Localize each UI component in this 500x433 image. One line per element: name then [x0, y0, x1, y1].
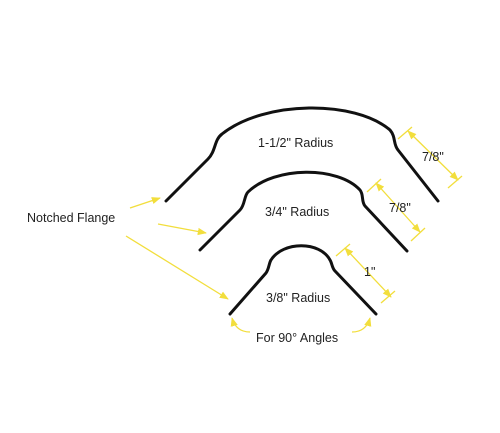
- callout-arrow-to-large: [129, 197, 161, 209]
- dimension-small: [335, 243, 396, 304]
- dimension-large-label: 7/8": [422, 150, 444, 164]
- profile-medium: [198, 170, 409, 253]
- profile-small-outline: [228, 244, 378, 316]
- angle-note-label: For 90° Angles: [256, 331, 338, 345]
- dimension-medium-label: 7/8": [389, 201, 411, 215]
- profile-large-outline: [164, 106, 440, 203]
- notched-flange-label: Notched Flange: [27, 211, 115, 225]
- dimension-small-label: 1": [364, 265, 375, 279]
- dimension-medium: [366, 178, 426, 242]
- profile-large: [164, 106, 440, 203]
- callout-arrow-to-medium: [157, 223, 207, 236]
- dimension-small-arrow: [344, 247, 392, 298]
- dimension-large: [397, 126, 463, 189]
- callout-arrow-to-small: [125, 235, 229, 300]
- dimension-large-arrow: [407, 130, 459, 181]
- radius-medium-label: 3/4" Radius: [265, 205, 329, 219]
- dimension-medium-arrow: [375, 182, 421, 233]
- notched-flange-callouts: [125, 197, 229, 300]
- radius-small-label: 3/8" Radius: [266, 291, 330, 305]
- angle-arcs: [230, 317, 372, 333]
- angle-arc-left: [230, 317, 251, 333]
- angle-arc-right: [351, 317, 372, 333]
- profile-small: [228, 244, 378, 316]
- profile-medium-outline: [198, 170, 409, 253]
- radius-large-label: 1-1/2" Radius: [258, 136, 333, 150]
